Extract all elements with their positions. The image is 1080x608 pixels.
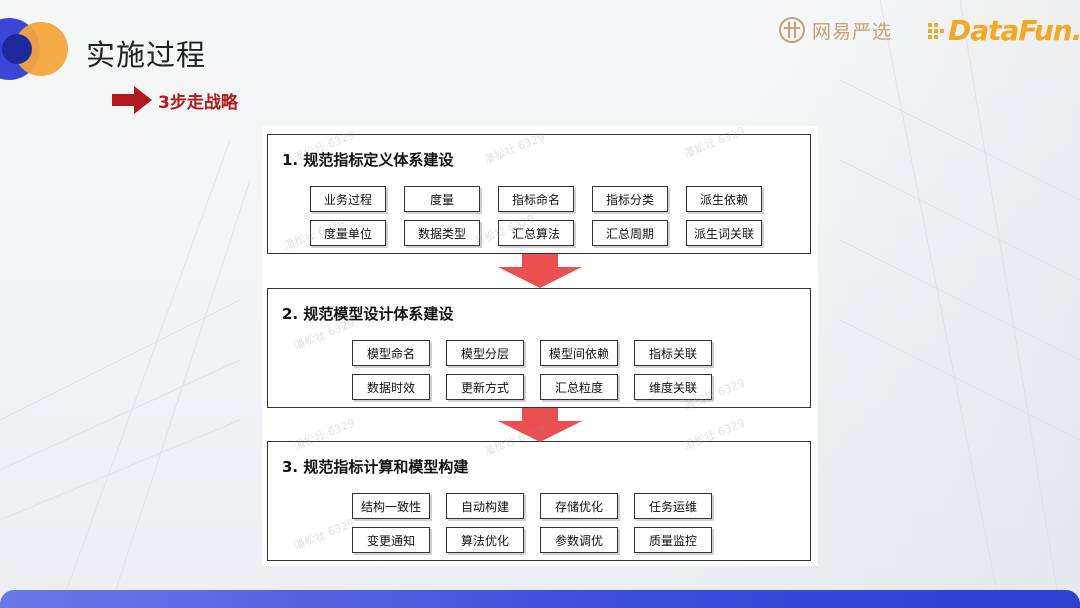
item-box: 结构一致性 <box>352 493 430 519</box>
netease-yanxuan-logo-icon <box>778 16 806 44</box>
item-box: 业务过程 <box>310 186 386 212</box>
bottom-bar <box>0 590 1080 608</box>
item-box: 模型间依赖 <box>540 340 618 366</box>
diagram-canvas: 1. 规范指标定义体系建设业务过程度量指标命名指标分类派生依赖度量单位数据类型汇… <box>262 126 818 566</box>
brand-datafun-text: DataFun. <box>948 14 1080 47</box>
item-box: 变更通知 <box>352 527 430 553</box>
item-box: 自动构建 <box>446 493 524 519</box>
item-box: 模型分层 <box>446 340 524 366</box>
right-arrow-icon <box>112 86 152 114</box>
datafun-dots-icon <box>928 19 948 43</box>
section-title: 2. 规范模型设计体系建设 <box>282 303 453 324</box>
item-box: 指标关联 <box>634 340 712 366</box>
section-3: 3. 规范指标计算和模型构建结构一致性自动构建存储优化任务运维变更通知算法优化参… <box>267 441 811 561</box>
item-box: 派生依赖 <box>686 186 762 212</box>
item-box: 度量 <box>404 186 480 212</box>
item-box: 数据时效 <box>352 374 430 400</box>
item-box: 指标命名 <box>498 186 574 212</box>
item-box: 更新方式 <box>446 374 524 400</box>
brand-datafun: DataFun. <box>928 14 1080 47</box>
subtitle-row: 3步走战略 <box>112 86 238 114</box>
section-title: 3. 规范指标计算和模型构建 <box>282 456 468 477</box>
item-box: 质量监控 <box>634 527 712 553</box>
down-arrow-icon <box>498 254 582 288</box>
item-box: 任务运维 <box>634 493 712 519</box>
item-box: 算法优化 <box>446 527 524 553</box>
item-box: 派生词关联 <box>686 220 762 246</box>
slide-title: 实施过程 <box>86 32 206 74</box>
brand-netease-yanxuan: 网易严选 <box>778 16 892 44</box>
item-box: 存储优化 <box>540 493 618 519</box>
item-box: 模型命名 <box>352 340 430 366</box>
item-box: 指标分类 <box>592 186 668 212</box>
subtitle: 3步走战略 <box>158 88 238 113</box>
brand-netease-yanxuan-text: 网易严选 <box>812 17 892 44</box>
logo-circle-dark <box>2 34 32 64</box>
item-box: 汇总粒度 <box>540 374 618 400</box>
section-1: 1. 规范指标定义体系建设业务过程度量指标命名指标分类派生依赖度量单位数据类型汇… <box>267 134 811 254</box>
item-box: 数据类型 <box>404 220 480 246</box>
item-box: 参数调优 <box>540 527 618 553</box>
item-box: 汇总周期 <box>592 220 668 246</box>
